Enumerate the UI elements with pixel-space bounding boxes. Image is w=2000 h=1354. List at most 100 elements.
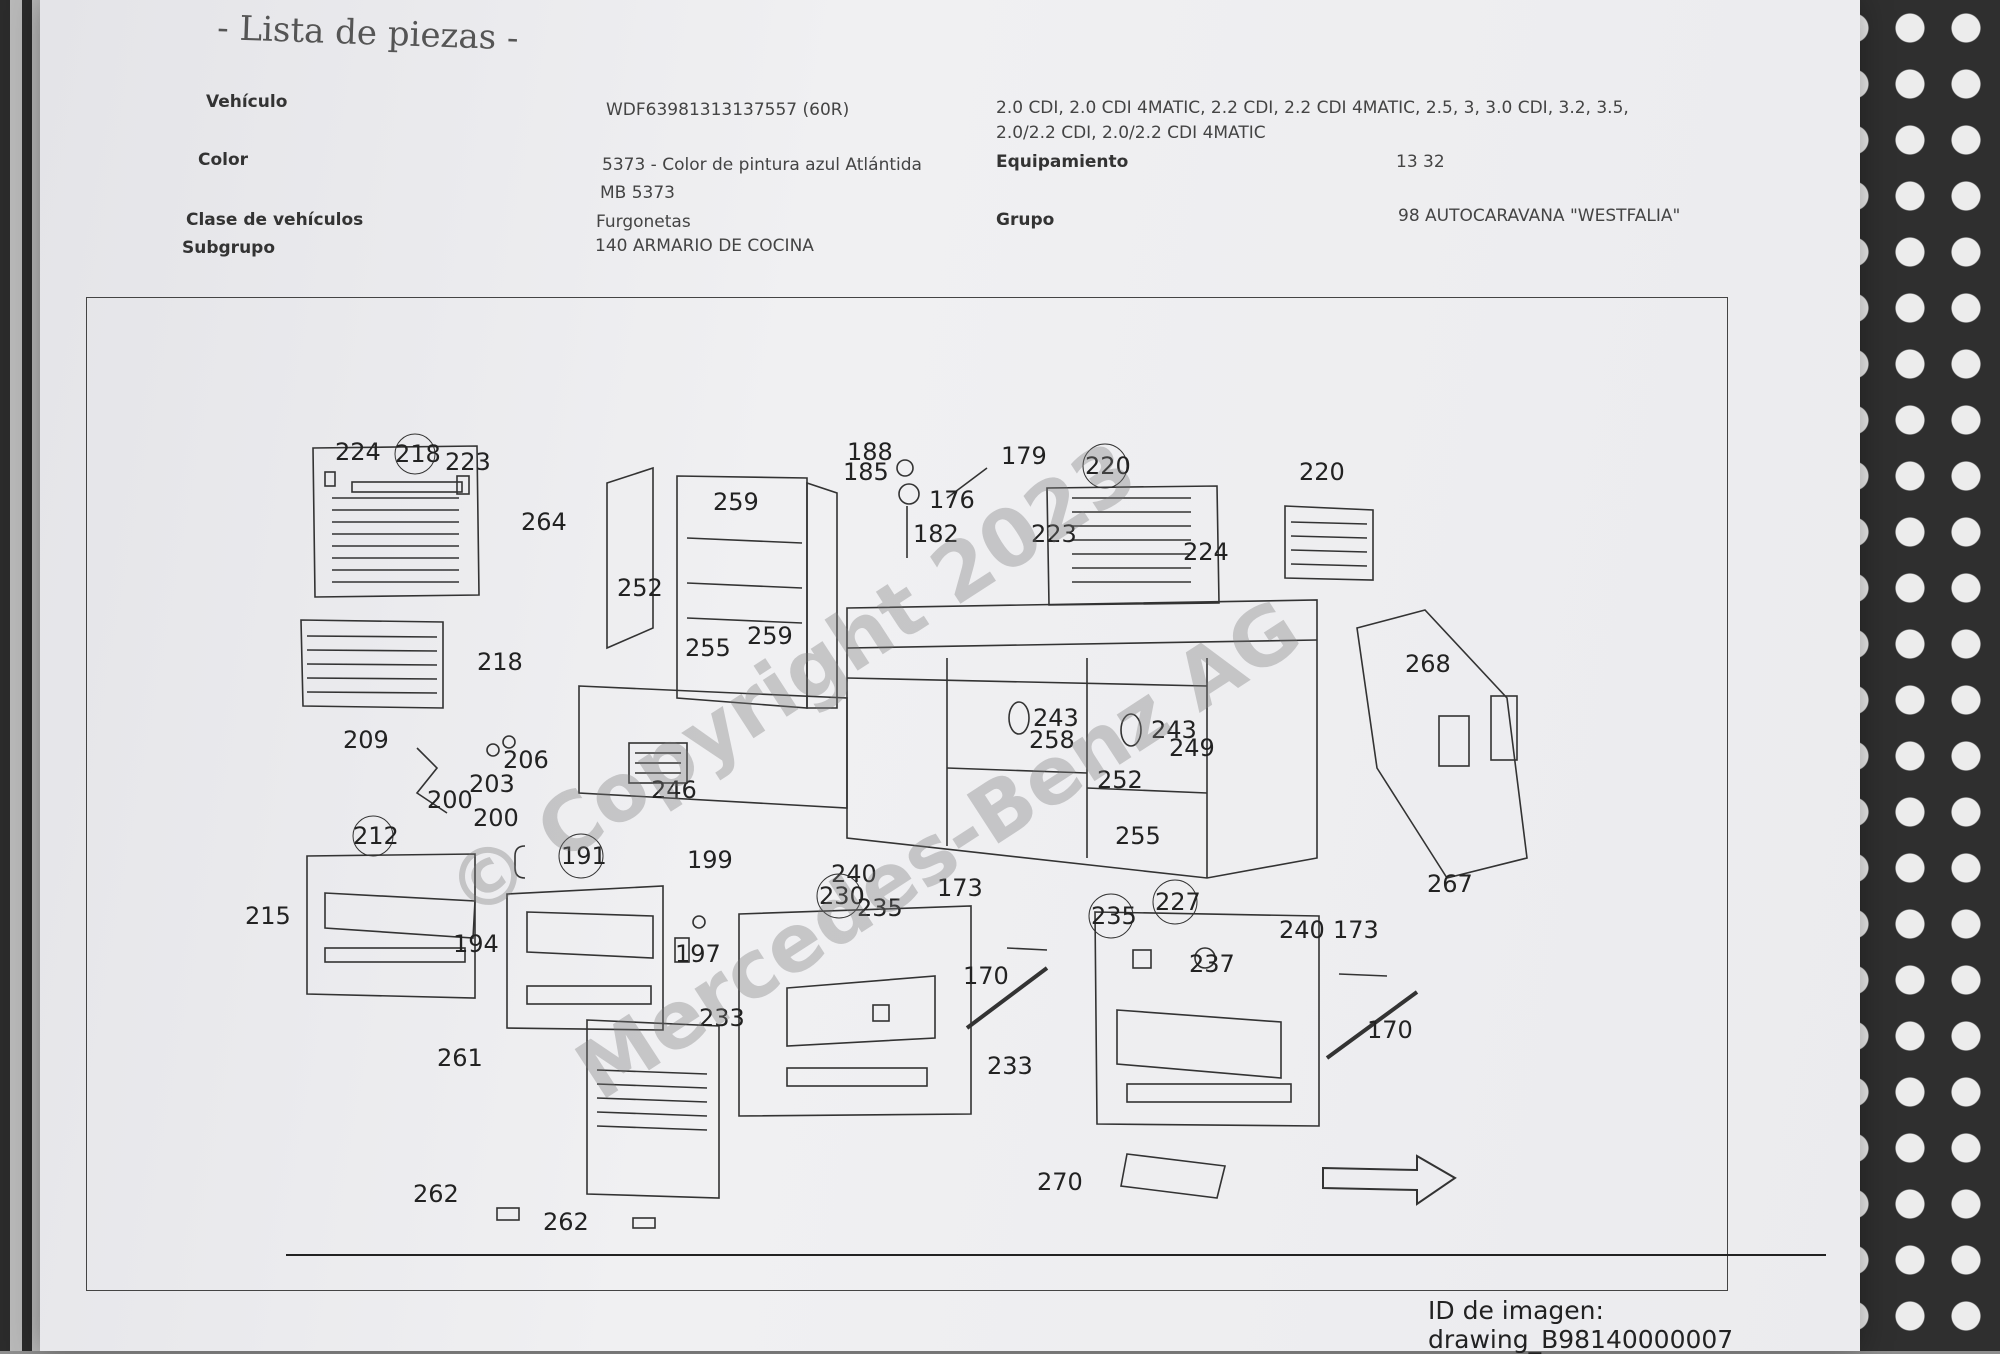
drawer-strip-233a bbox=[786, 1067, 928, 1087]
next-page-arrow bbox=[1322, 1154, 1457, 1206]
bracket-203 bbox=[415, 747, 448, 814]
callout-170a: 170 bbox=[963, 962, 1009, 990]
subgroup-value: 140 ARMARIO DE COCINA bbox=[595, 236, 814, 256]
callout-261: 261 bbox=[437, 1044, 483, 1072]
vent-grille-246 bbox=[628, 742, 688, 784]
callout-173a: 173 bbox=[937, 874, 983, 902]
callout-199: 199 bbox=[687, 846, 733, 874]
round-cover-243a bbox=[1008, 701, 1030, 735]
drawer-227 bbox=[1116, 1009, 1282, 1079]
callout-224b: 224 bbox=[1183, 538, 1229, 566]
shutter-slats-220 bbox=[1072, 497, 1191, 583]
rod-179 bbox=[946, 467, 988, 499]
drawer-230 bbox=[786, 975, 936, 1047]
tray-270 bbox=[1120, 1153, 1226, 1199]
group-box-227 bbox=[1094, 911, 1320, 1127]
side-panel-267 bbox=[1356, 609, 1528, 879]
knob-188 bbox=[896, 459, 914, 477]
shutter-rail-218 bbox=[351, 481, 463, 493]
callout-230: 230 bbox=[819, 882, 865, 910]
subgroup-label: Subgrupo bbox=[182, 238, 276, 258]
bottom-cabinet-slats bbox=[596, 1069, 708, 1131]
callout-259a: 259 bbox=[713, 488, 759, 516]
drawer-strip-215 bbox=[324, 947, 466, 963]
callout-262a: 262 bbox=[413, 1180, 459, 1208]
drawer-front-212 bbox=[324, 892, 476, 939]
color-label: Color bbox=[198, 150, 249, 170]
shutter-panel-slats bbox=[306, 635, 438, 694]
callout-258: 258 bbox=[1029, 726, 1075, 754]
latch-176 bbox=[898, 483, 920, 505]
callout-255a: 255 bbox=[685, 634, 731, 662]
equipment-label: Equipamiento bbox=[996, 152, 1129, 172]
callout-233a: 233 bbox=[699, 1004, 745, 1032]
callout-259b: 259 bbox=[747, 622, 793, 650]
callout-194: 194 bbox=[453, 930, 499, 958]
callout-182: 182 bbox=[913, 520, 959, 548]
callout-243a: 243 bbox=[1033, 704, 1079, 732]
bottom-rule bbox=[286, 1254, 1826, 1256]
callout-262b: 262 bbox=[543, 1208, 589, 1236]
group-box-230 bbox=[738, 905, 972, 1117]
callout-173b: 173 bbox=[1333, 916, 1379, 944]
callout-179: 179 bbox=[1001, 442, 1047, 470]
callout-220b: 220 bbox=[1299, 458, 1345, 486]
shutter-box-220 bbox=[1046, 485, 1220, 606]
knob-237 bbox=[1194, 947, 1216, 969]
callout-200a: 200 bbox=[427, 786, 473, 814]
vehicle-label: Vehículo bbox=[206, 92, 288, 112]
handle-235a bbox=[872, 1004, 890, 1022]
drawer-front-191 bbox=[526, 911, 654, 959]
part-262a bbox=[496, 1207, 520, 1221]
callout-220a: 220 bbox=[1085, 452, 1131, 480]
callout-224a: 224 bbox=[335, 438, 381, 466]
callout-215: 215 bbox=[245, 902, 291, 930]
callout-252b: 252 bbox=[1097, 766, 1143, 794]
callout-270: 270 bbox=[1037, 1168, 1083, 1196]
callout-218b: 218 bbox=[477, 648, 523, 676]
round-cover-243b bbox=[1120, 713, 1142, 747]
callout-188: 188 bbox=[847, 438, 893, 466]
callout-246: 246 bbox=[651, 776, 697, 804]
slide-rail-170a bbox=[965, 966, 1049, 1030]
side-door-264 bbox=[606, 466, 654, 650]
callout-249: 249 bbox=[1169, 734, 1215, 762]
slide-rail-170b bbox=[1325, 990, 1419, 1060]
group-label: Grupo bbox=[996, 210, 1055, 230]
color-value-line-1: 5373 - Color de pintura azul Atlántida bbox=[602, 155, 922, 175]
image-id-caption: ID de imagen: drawing_B98140000007 bbox=[1428, 1296, 1734, 1354]
callout-176: 176 bbox=[929, 486, 975, 514]
callout-212: 212 bbox=[353, 822, 399, 850]
screw-199 bbox=[692, 915, 706, 929]
callout-240b: 240 bbox=[1279, 916, 1325, 944]
callout-209: 209 bbox=[343, 726, 389, 754]
shutter-box-218 bbox=[312, 445, 480, 598]
callout-203: 203 bbox=[469, 770, 515, 798]
part-262b bbox=[632, 1217, 656, 1229]
callout-227: 227 bbox=[1155, 888, 1201, 916]
screw-173b bbox=[1338, 973, 1388, 977]
shutter-panel-218 bbox=[300, 619, 444, 709]
callout-264: 264 bbox=[521, 508, 567, 536]
callout-200b: 200 bbox=[473, 804, 519, 832]
callout-223b: 223 bbox=[1031, 520, 1077, 548]
screw-173a bbox=[1006, 947, 1048, 951]
exploded-drawing: 224 218 223 264 259 252 255 259 188 185 … bbox=[86, 297, 1728, 1291]
equipment-value: 13 32 bbox=[1396, 152, 1445, 172]
switch-268 bbox=[1490, 695, 1518, 761]
group-value: 98 AUTOCARAVANA "WESTFALIA" bbox=[1398, 206, 1681, 226]
callout-223a: 223 bbox=[445, 448, 491, 476]
hook-200 bbox=[514, 845, 526, 879]
callout-237: 237 bbox=[1189, 950, 1235, 978]
callout-233b: 233 bbox=[987, 1052, 1033, 1080]
group-box-191 bbox=[506, 885, 664, 1031]
washer-206 bbox=[486, 743, 500, 757]
callout-267: 267 bbox=[1427, 870, 1473, 898]
clip-224a bbox=[324, 471, 336, 487]
drawer-strip-194 bbox=[526, 985, 652, 1005]
callout-255b: 255 bbox=[1115, 822, 1161, 850]
shutter-slats-218 bbox=[332, 497, 459, 583]
drawing-canvas: 224 218 223 264 259 252 255 259 188 185 … bbox=[245, 433, 1528, 1236]
drawer-strip-233b bbox=[1126, 1083, 1292, 1103]
handle-235b bbox=[1132, 949, 1152, 969]
